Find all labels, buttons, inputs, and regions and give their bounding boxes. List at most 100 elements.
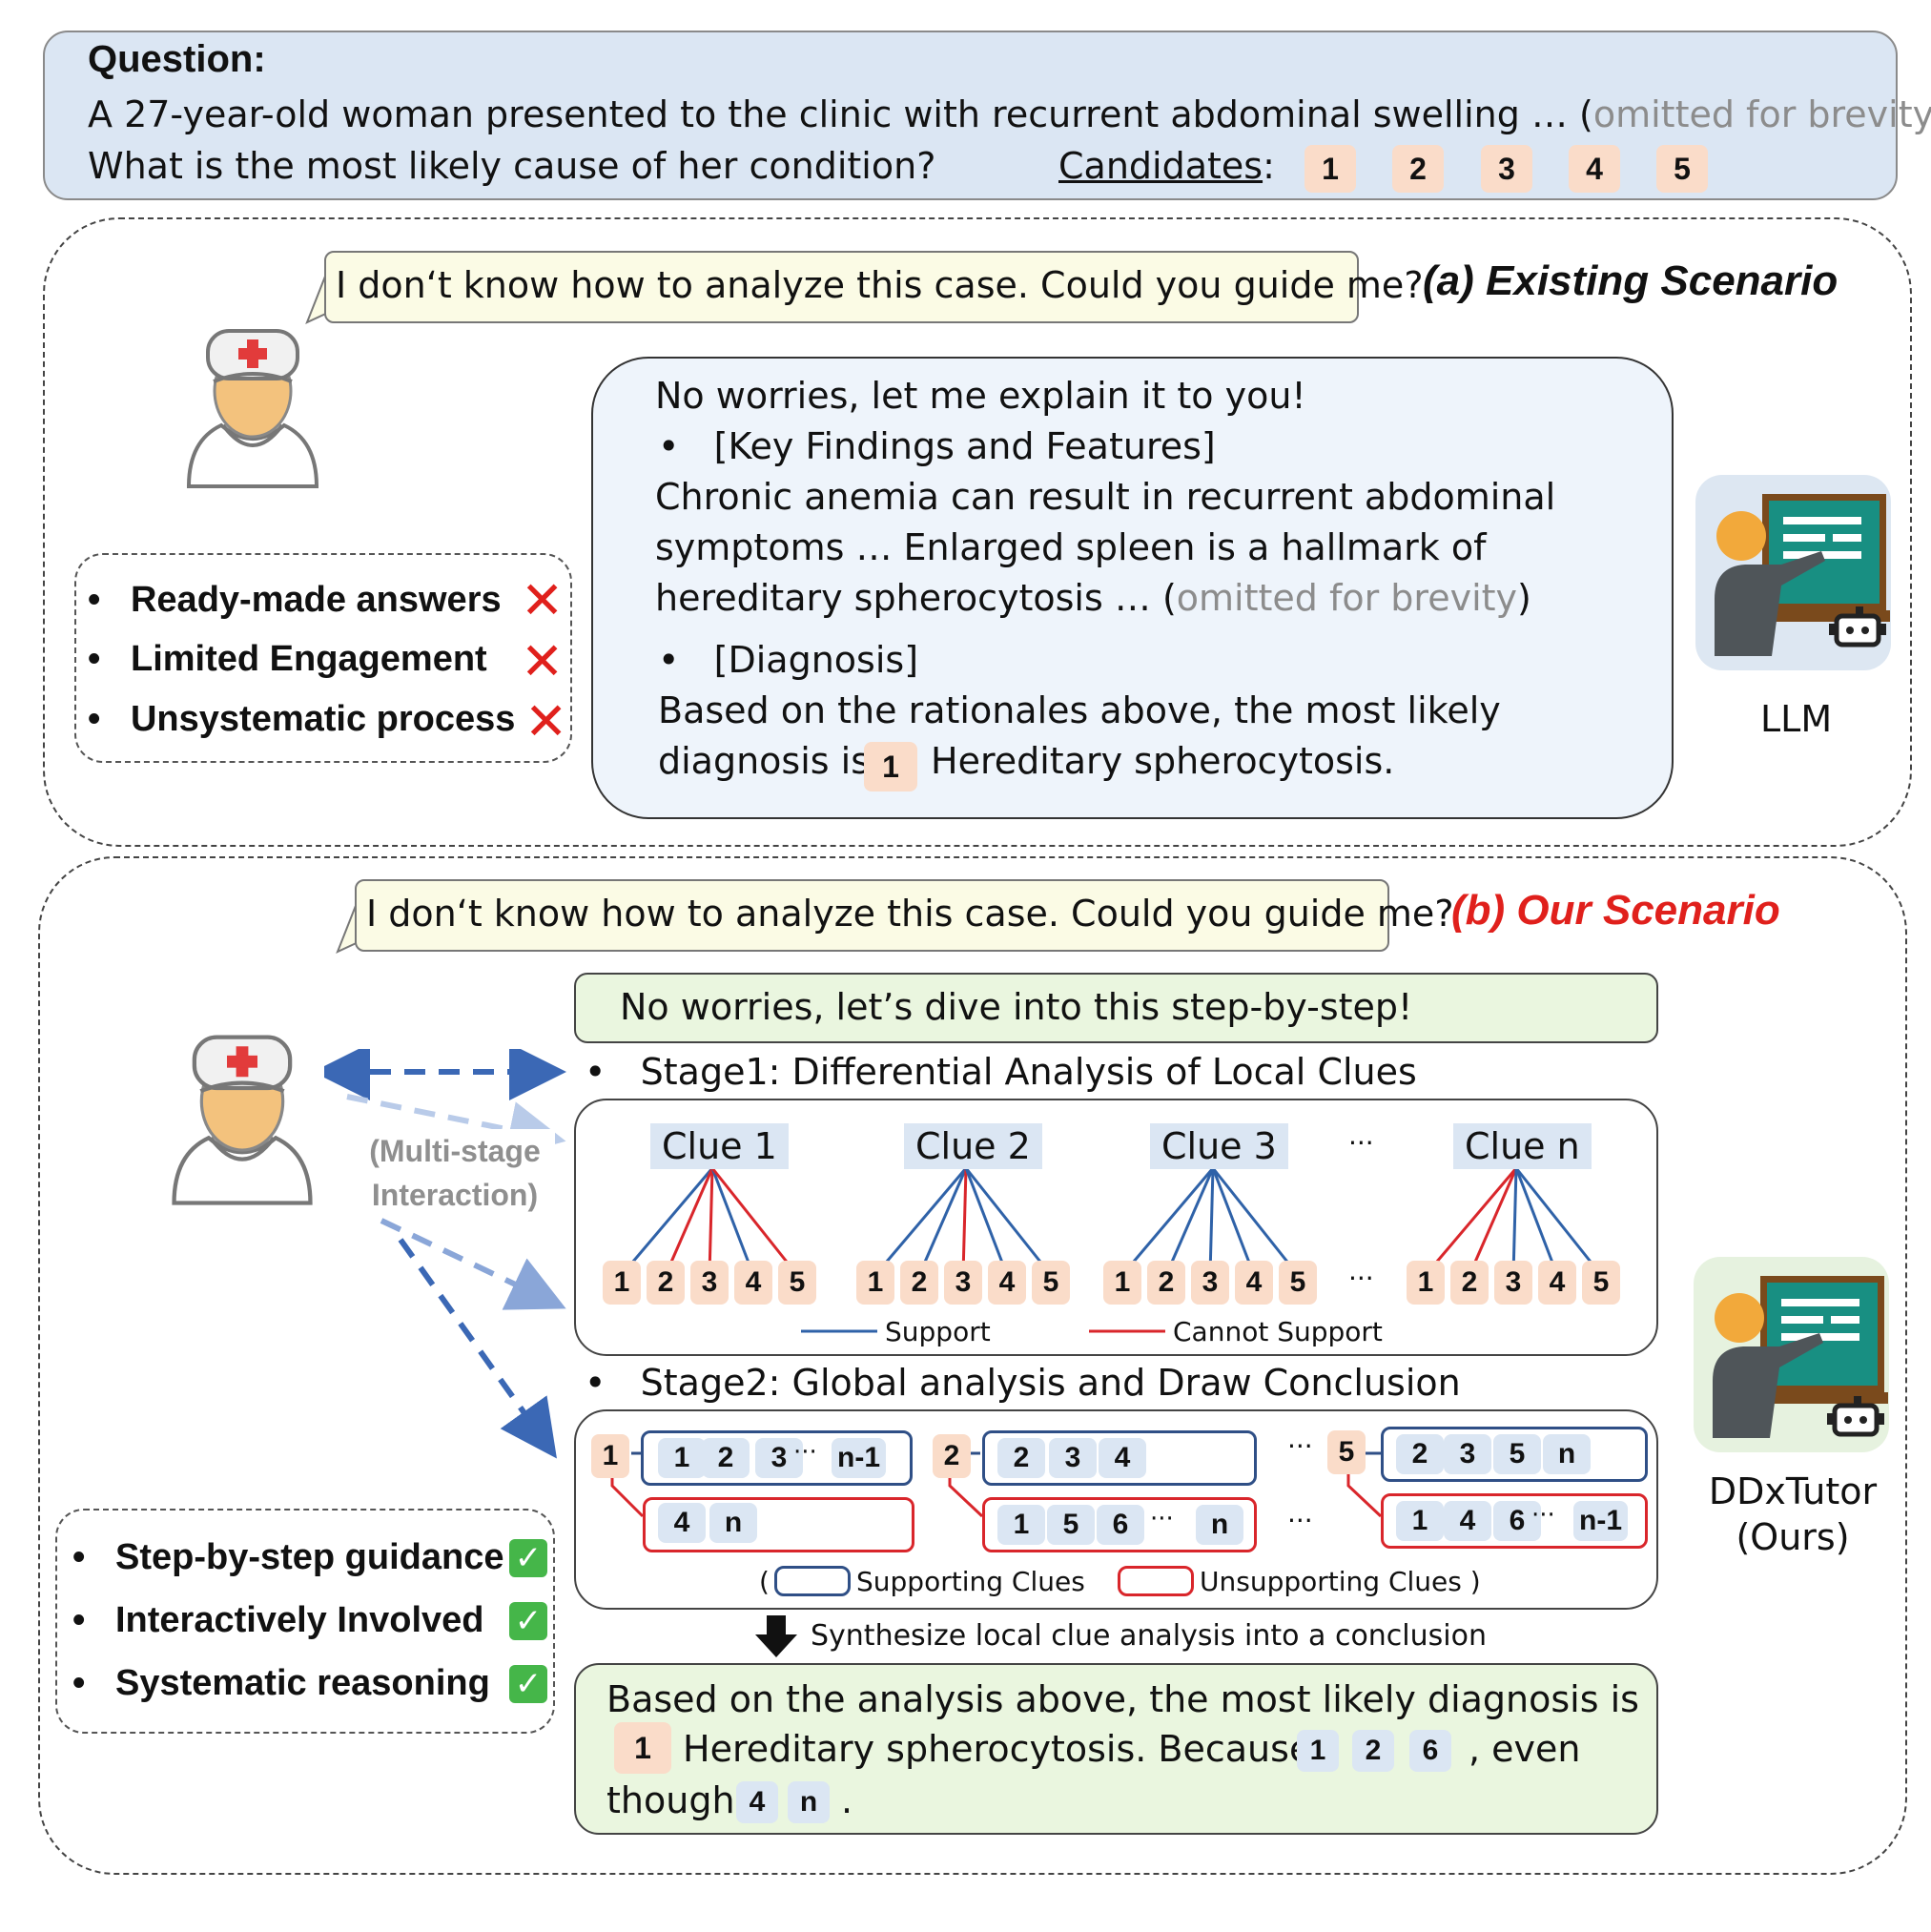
supporting-clue-chip: 4 bbox=[1099, 1438, 1146, 1478]
benefit-item: • Interactively Involved bbox=[72, 1600, 484, 1640]
supporting-clue-chip: 3 bbox=[1049, 1438, 1097, 1478]
candidate-chip: 3 bbox=[1494, 1261, 1532, 1305]
supporting-clue-chip: 3 bbox=[755, 1438, 803, 1478]
group-candidate-chip: 2 bbox=[933, 1434, 971, 1478]
supporting-clue-chip: 2 bbox=[702, 1438, 750, 1478]
candidate-chip: 4 bbox=[1235, 1261, 1273, 1305]
candidate-chip: 3 bbox=[1481, 145, 1532, 193]
candidate-chip: 1 bbox=[1407, 1261, 1445, 1305]
drawback-item: • Ready-made answers bbox=[88, 580, 502, 620]
supporting-clue-chip: 3 bbox=[1444, 1434, 1491, 1474]
though-clue-chip: 4 bbox=[736, 1781, 778, 1823]
scenario-b-panel bbox=[38, 856, 1907, 1875]
response-bullet: • [Diagnosis] bbox=[658, 639, 919, 681]
ellipsis: ··· bbox=[1287, 1430, 1313, 1462]
benefit-label: Systematic reasoning bbox=[114, 1663, 490, 1703]
legend-supporting: Supporting Clues bbox=[856, 1566, 1085, 1597]
teacher-icon bbox=[1713, 1276, 1888, 1438]
unsupporting-clue-chip: 5 bbox=[1047, 1505, 1095, 1545]
benefit-item: • Systematic reasoning bbox=[72, 1663, 490, 1703]
intro-box bbox=[574, 973, 1658, 1043]
ddxtutor-benefits-box bbox=[55, 1509, 555, 1734]
cluen-links bbox=[1424, 1167, 1603, 1276]
supporting-clues-box bbox=[641, 1430, 913, 1486]
down-arrow-icon bbox=[755, 1615, 797, 1657]
supporting-clue-chip: 2 bbox=[1396, 1434, 1444, 1474]
group-candidate-chip: 1 bbox=[591, 1434, 629, 1478]
teacher-icon bbox=[1715, 494, 1890, 656]
candidate-chip: 5 bbox=[778, 1261, 816, 1305]
benefit-label: Interactively Involved bbox=[114, 1600, 484, 1640]
unsupporting-clue-chip: 4 bbox=[658, 1503, 706, 1543]
unsupporting-clues-box bbox=[1381, 1493, 1648, 1549]
unsupporting-clue-chip: ··· bbox=[1531, 1501, 1555, 1530]
clue-label: Clue n bbox=[1453, 1123, 1592, 1169]
drawback-label: Unsystematic process bbox=[130, 699, 516, 739]
ellipsis: ··· bbox=[1348, 1263, 1374, 1294]
omitted-note: omitted for brevity bbox=[1592, 93, 1931, 135]
synthesize-caption: Synthesize local clue analysis into a co… bbox=[811, 1619, 1487, 1653]
candidates-word: Candidates bbox=[1058, 145, 1263, 187]
response-text: hereditary spherocytosis … ( bbox=[655, 577, 1177, 619]
cross-icon: ✕ bbox=[521, 631, 565, 691]
bullet-label: [Key Findings and Features] bbox=[713, 425, 1216, 467]
unsupporting-clue-chip: ··· bbox=[1150, 1505, 1174, 1533]
candidate-chip: 5 bbox=[1032, 1261, 1070, 1305]
conclusion-line: . bbox=[841, 1779, 853, 1821]
omitted-note: omitted for brevity bbox=[1176, 577, 1518, 619]
clue3-links bbox=[1120, 1167, 1300, 1276]
candidate-chip: 3 bbox=[1191, 1261, 1229, 1305]
supporting-clues-box bbox=[982, 1430, 1257, 1486]
supporting-clue-chip: 5 bbox=[1493, 1434, 1541, 1474]
unsupporting-clues-box bbox=[982, 1497, 1257, 1552]
clue1-links bbox=[620, 1167, 799, 1276]
supporting-clue-chip: ··· bbox=[793, 1438, 817, 1467]
benefit-item: • Step-by-step guidance bbox=[72, 1537, 504, 1577]
group-candidate-chip: 5 bbox=[1327, 1430, 1366, 1474]
supporting-clues-box bbox=[1381, 1427, 1648, 1482]
candidate-chip: 2 bbox=[1392, 145, 1444, 193]
clue-label: Clue 3 bbox=[1150, 1123, 1288, 1169]
check-icon: ✓ bbox=[509, 1665, 547, 1703]
candidate-chip: 1 bbox=[603, 1261, 641, 1305]
candidate-chip: 3 bbox=[690, 1261, 729, 1305]
llm-response-bubble bbox=[591, 357, 1674, 819]
check-icon: ✓ bbox=[509, 1602, 547, 1640]
unsupporting-clues-box bbox=[643, 1497, 914, 1552]
unsupporting-clue-chip: n bbox=[709, 1503, 757, 1543]
candidate-chip: 2 bbox=[1147, 1261, 1185, 1305]
because-clue-chip: 2 bbox=[1352, 1730, 1394, 1772]
response-line: hereditary spherocytosis … (omitted for … bbox=[655, 577, 1531, 619]
unsupporting-clue-chip: n-1 bbox=[1573, 1501, 1628, 1541]
ddxtutor-label: DDxTutor (Ours) bbox=[1697, 1469, 1888, 1560]
scenario-a-title: (a) Existing Scenario bbox=[1423, 257, 1839, 304]
legend-open-paren: ( bbox=[759, 1566, 770, 1597]
ellipsis: ··· bbox=[1287, 1505, 1313, 1536]
legend-cannot-support: Cannot Support bbox=[1173, 1316, 1383, 1347]
llm-label: LLM bbox=[1760, 698, 1833, 740]
response-line: symptoms … Enlarged spleen is a hallmark… bbox=[655, 526, 1487, 568]
existing-drawbacks-box bbox=[74, 553, 572, 763]
candidate-chip: 4 bbox=[1538, 1261, 1576, 1305]
candidate-chip: 1 bbox=[856, 1261, 894, 1305]
llm-tutor-icon bbox=[1695, 475, 1891, 670]
clue-label: Clue 1 bbox=[650, 1123, 789, 1169]
candidate-chip: 2 bbox=[647, 1261, 685, 1305]
unsupporting-clue-chip: n bbox=[1196, 1505, 1243, 1545]
response-line: Based on the rationales above, the most … bbox=[658, 689, 1501, 731]
interaction-label-line: Interaction) bbox=[371, 1178, 539, 1212]
conclusion-line: , even bbox=[1469, 1728, 1581, 1770]
supporting-clue-chip: 1 bbox=[658, 1438, 706, 1478]
question-line-1: A 27-year-old woman presented to the cli… bbox=[88, 93, 1931, 135]
question-text: A 27-year-old woman presented to the cli… bbox=[88, 93, 1593, 135]
supporting-clue-chip: n bbox=[1543, 1434, 1591, 1474]
diagnosis-chip: 1 bbox=[864, 742, 917, 791]
candidates-colon: : bbox=[1263, 145, 1275, 187]
scenario-a-panel bbox=[43, 217, 1912, 847]
stage2-heading: • Stage2: Global analysis and Draw Concl… bbox=[585, 1362, 1461, 1404]
ellipsis: ··· bbox=[1348, 1127, 1374, 1159]
interaction-label-line: (Multi-stage bbox=[369, 1134, 541, 1168]
student-question-bubble: I don‘t know how to analyze this case. C… bbox=[355, 879, 1453, 952]
unsupporting-clue-chip: 4 bbox=[1444, 1501, 1491, 1541]
supporting-clue-chip: n-1 bbox=[832, 1438, 886, 1478]
